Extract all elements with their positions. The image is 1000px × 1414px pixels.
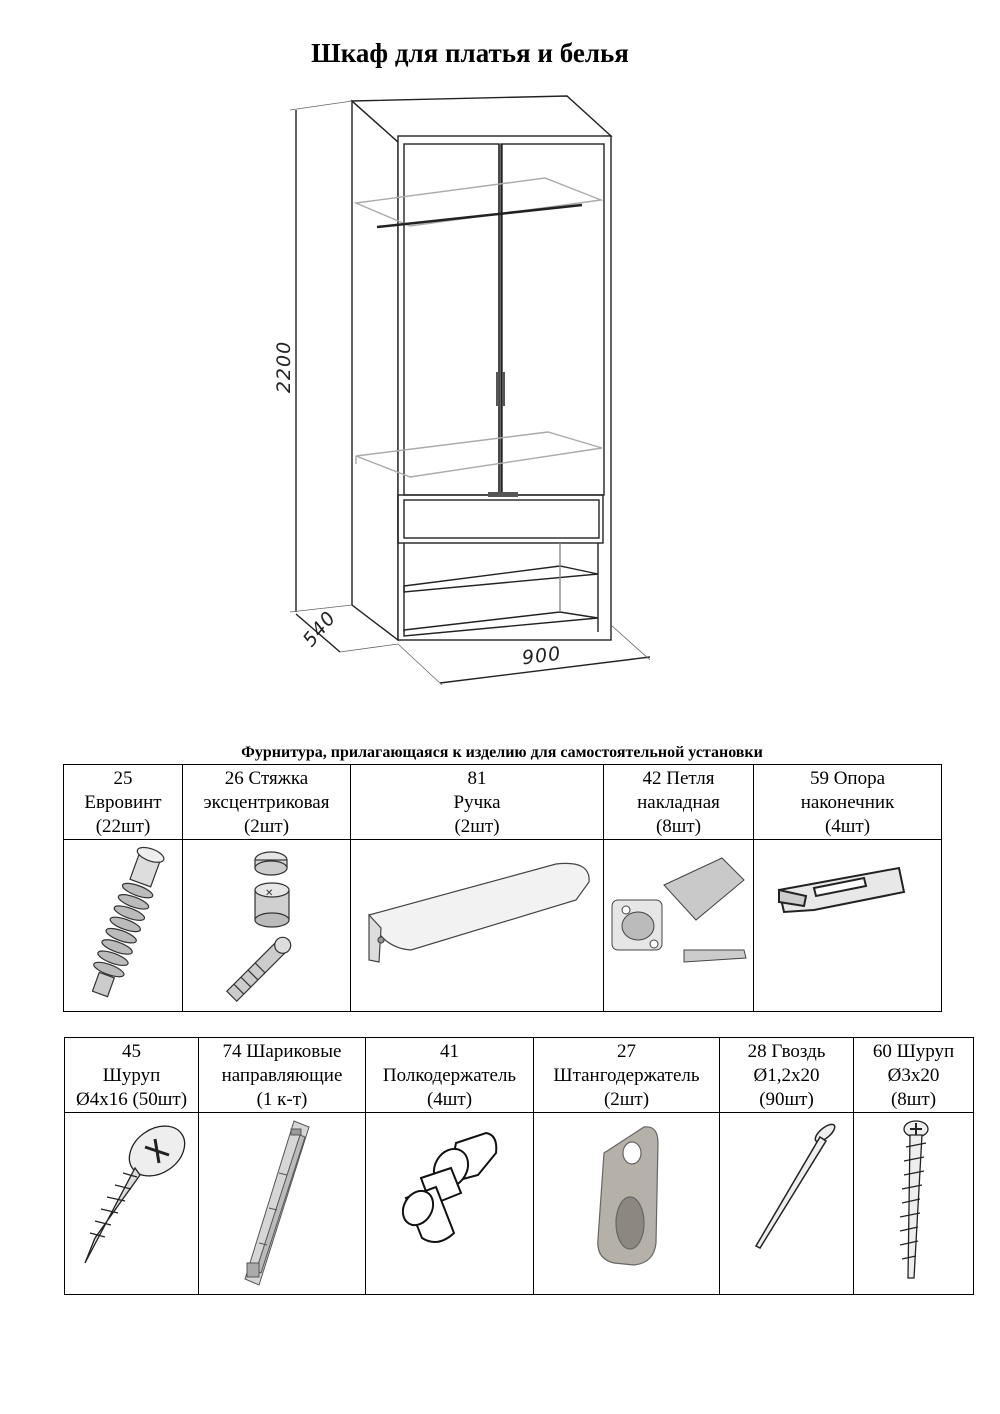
wardrobe-drawing xyxy=(289,95,651,686)
hardware-caption: Фурнитура, прилагающаяся к изделию для с… xyxy=(241,744,763,761)
nail-icon xyxy=(754,1123,836,1249)
height-dimension: 2200 xyxy=(273,340,296,394)
small-screw-icon xyxy=(899,1120,929,1279)
shelf-support-icon xyxy=(401,1131,498,1243)
rod-holder-icon xyxy=(597,1126,659,1266)
eccentric-coupler-icon: ✕ xyxy=(225,851,292,1003)
handle-icon xyxy=(368,862,590,963)
support-tip-icon xyxy=(777,866,906,914)
euro-screw-icon xyxy=(91,846,165,998)
document-title: Шкаф для платья и белья xyxy=(311,38,629,68)
hinge-icon xyxy=(611,857,747,963)
ball-slide-icon xyxy=(244,1120,310,1286)
screw-icon xyxy=(84,1125,186,1264)
svg-text:✕: ✕ xyxy=(265,888,273,899)
